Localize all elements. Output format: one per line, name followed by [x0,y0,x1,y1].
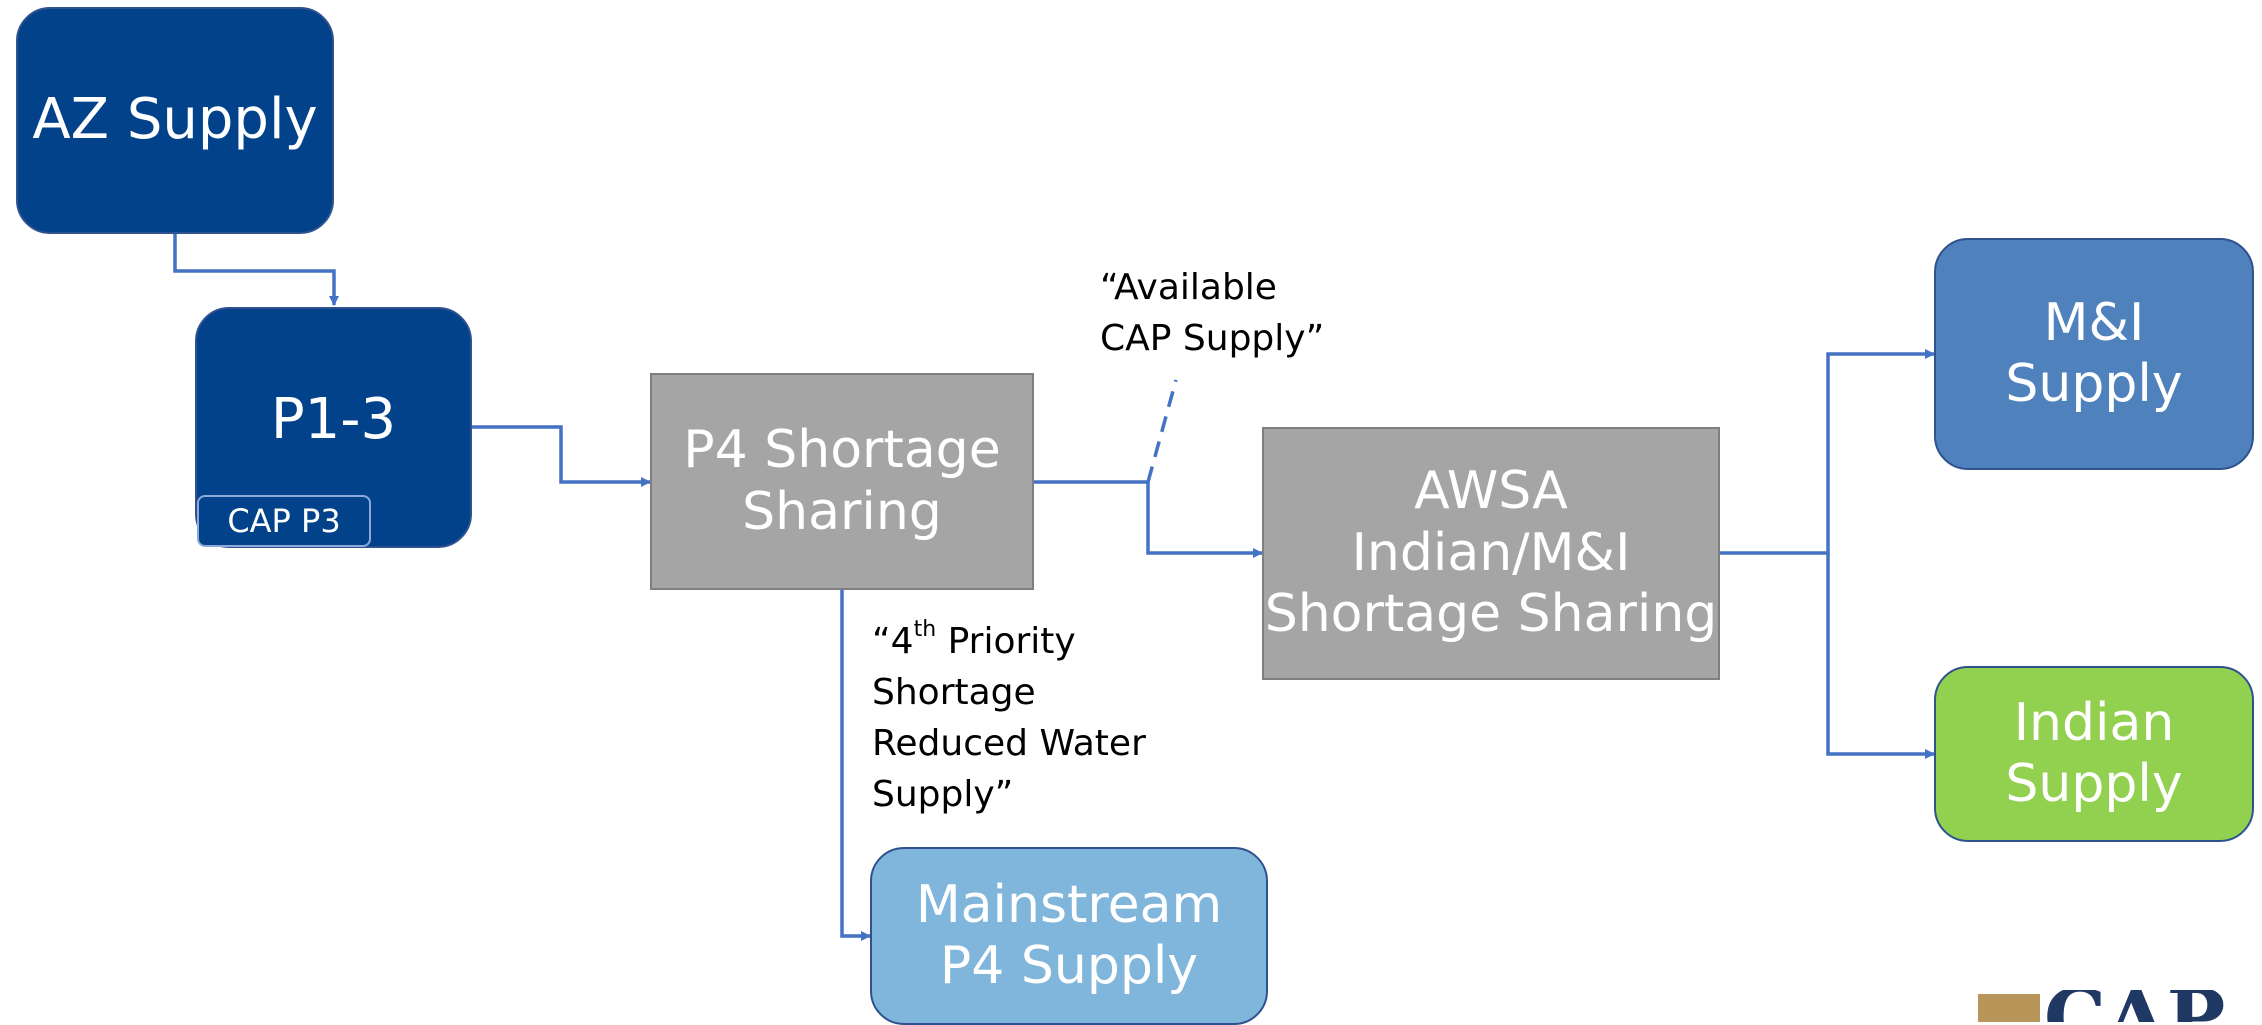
mainstream-line-1: Mainstream [915,874,1223,935]
awsa-label-line-3: Shortage Sharing [1264,584,1718,645]
connector-awsa-to-indian [1826,553,1935,759]
cap-logo: CAP [1972,990,2262,1022]
priority-line-1: “4th Priority [872,616,1146,667]
cap-p3-tag: CAP P3 [197,495,371,547]
priority-line-4: Supply” [872,774,1014,815]
connector-p4-to-mainstream [840,590,871,941]
awsa-shortage-sharing-box: AWSA Indian/M&I Shortage Sharing [1262,427,1720,680]
connector-az-to-p13 [173,234,339,306]
callout-leader-available [1146,379,1178,483]
mainstream-line-2: P4 Supply [939,936,1199,996]
available-line-2: CAP Supply” [1100,318,1325,359]
connector-p4-to-awsa [1034,480,1263,558]
mi-supply-line-1: M&I [2043,292,2145,353]
awsa-label-line-2: Indian/M&I [1351,522,1631,583]
callout-available-cap-supply: “Available CAP Supply” [1100,262,1324,364]
indian-supply-box: Indian Supply [1934,666,2254,842]
priority-ordinal: th [913,617,937,642]
arizona-state-icon [1978,994,2040,1022]
callout-4th-priority: “4th Priority Shortage Reduced Water Sup… [872,616,1146,820]
mi-supply-box: M&I Supply [1934,238,2254,470]
connector-p13-to-p4 [471,425,651,487]
mainstream-p4-supply-box: Mainstream P4 Supply [870,847,1268,1025]
priority-line-2: Shortage [872,672,1036,713]
priority-prefix: “4 [872,621,914,662]
p4-label-line-1: P4 Shortage [683,420,1001,481]
p4-label-line-2: Sharing [742,481,942,542]
awsa-label-line-1: AWSA [1414,461,1568,522]
indian-supply-line-2: Supply [2005,754,2183,814]
connector-awsa-to-mi [1720,349,1935,555]
priority-suffix: Priority [936,621,1076,662]
indian-supply-line-1: Indian [2013,692,2175,753]
az-supply-box: AZ Supply [16,7,334,234]
available-line-1: “Available [1100,267,1277,308]
p1-3-label: P1-3 [270,387,397,453]
mi-supply-line-2: Supply [2005,354,2183,414]
p1-3-box: P1-3 CAP P3 [195,307,472,548]
cap-p3-label: CAP P3 [227,502,341,540]
cap-logo-wordmark: CAP [2044,990,2225,1022]
priority-line-3: Reduced Water [872,723,1146,764]
az-supply-label: AZ Supply [32,87,318,153]
p4-shortage-sharing-box: P4 Shortage Sharing [650,373,1034,590]
